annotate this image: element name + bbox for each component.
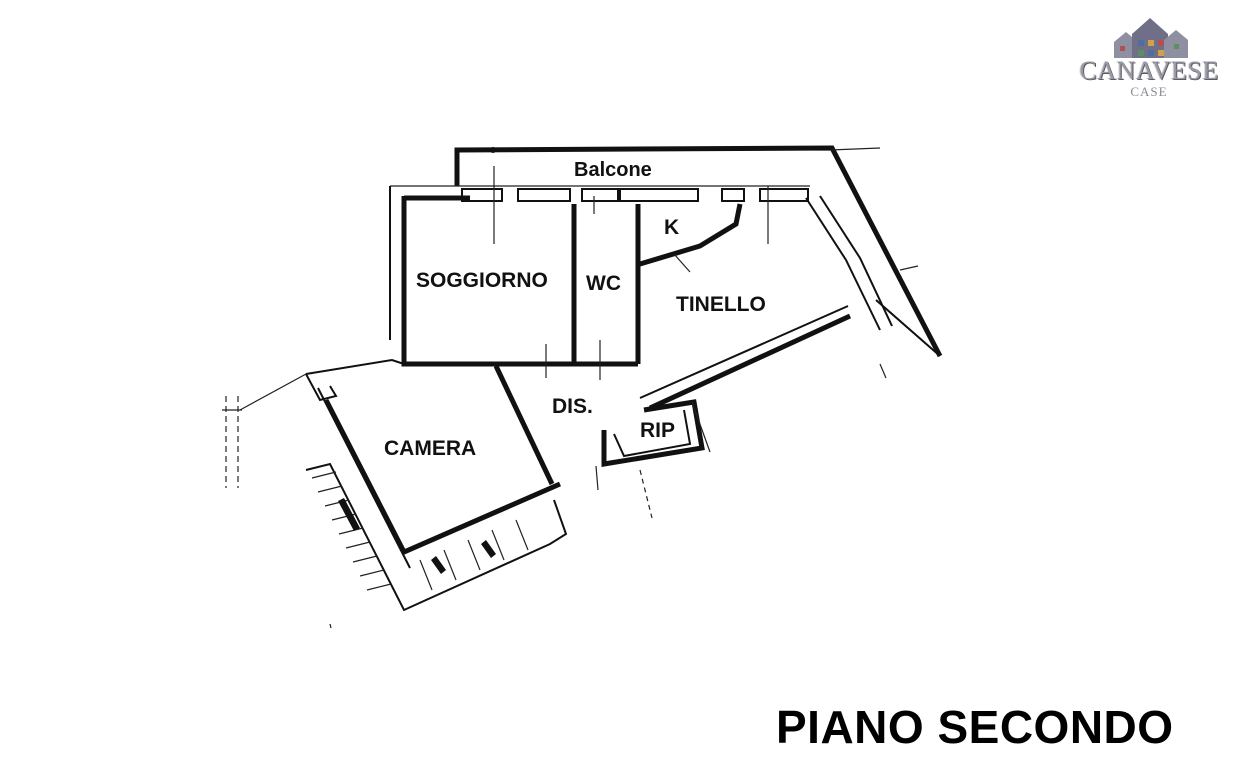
room-label-tinello: TINELLO: [676, 293, 766, 316]
room-label-balcone: Balcone: [574, 159, 652, 181]
walls: [239, 186, 893, 629]
measure-markers: [222, 166, 919, 519]
room-label-rip: RIP: [640, 419, 675, 442]
room-label-wc: WC: [586, 272, 621, 295]
balcony-outline: [454, 145, 943, 358]
room-label-k: K: [664, 216, 679, 239]
window-row: [390, 185, 810, 202]
room-label-soggiorno: SOGGIORNO: [416, 269, 548, 292]
canavese-case-logo: CANAVESE CASE: [1074, 14, 1224, 100]
stairs: [311, 471, 529, 591]
logo-subtext: CASE: [1130, 84, 1168, 99]
room-label-dis: DIS.: [552, 395, 593, 418]
houses-icon: [1114, 18, 1188, 58]
floor-title: PIANO SECONDO: [776, 701, 1174, 753]
logo-text: CANAVESE: [1079, 56, 1219, 85]
room-label-camera: CAMERA: [384, 437, 476, 460]
